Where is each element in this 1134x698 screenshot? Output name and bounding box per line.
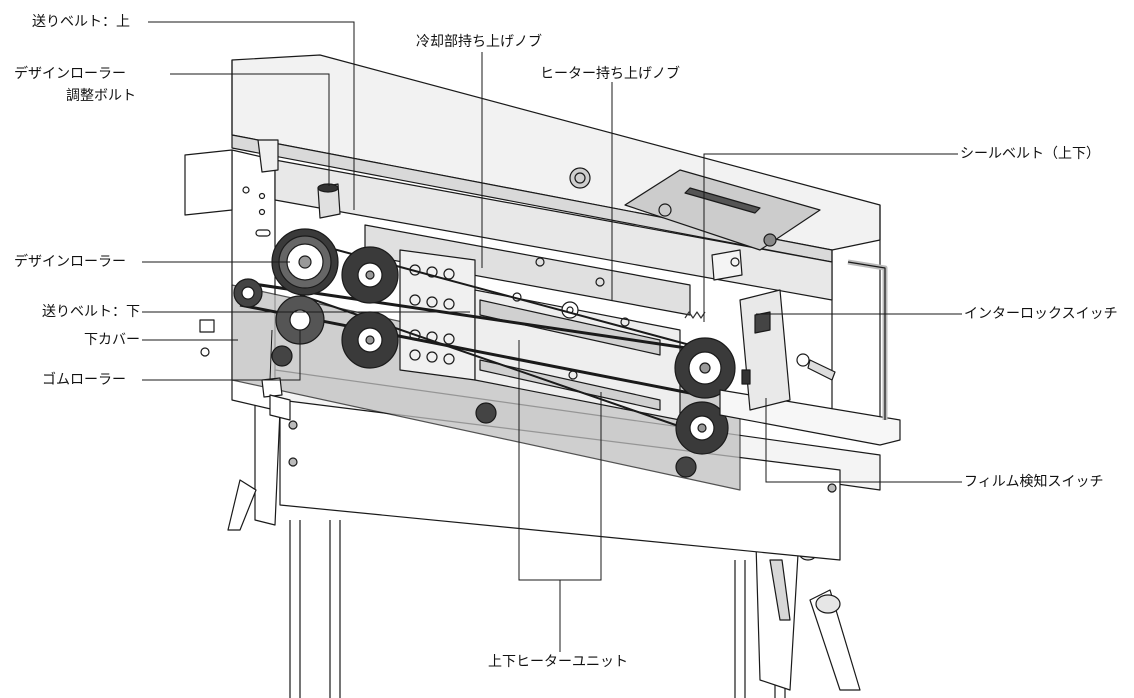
label-design-roller-bolt-line1: デザインローラー xyxy=(14,66,126,82)
leader-lines xyxy=(142,21,962,652)
interlock-latch xyxy=(711,249,743,281)
label-lower-cover: 下カバー xyxy=(84,332,140,348)
label-heater-knob: ヒーター持ち上げノブ xyxy=(540,66,680,82)
label-feed-belt-lower: 送りベルト：下 xyxy=(42,304,140,320)
label-cooling-knob: 冷却部持ち上げノブ xyxy=(416,34,542,50)
back-plate xyxy=(274,159,833,301)
left-fitting xyxy=(199,319,291,421)
label-design-roller: デザインローラー xyxy=(14,254,126,270)
label-heater-unit: 上下ヒーターユニット xyxy=(488,654,628,670)
adjust-bolt xyxy=(257,139,341,219)
label-film-detect-switch: フィルム検知スイッチ xyxy=(964,474,1104,490)
film-guide xyxy=(719,259,901,446)
label-rubber-roller: ゴムローラー xyxy=(42,372,126,388)
rollers xyxy=(233,228,736,455)
label-seal-belt: シールベルト（上下） xyxy=(960,146,1100,162)
label-feed-belt-upper: 送りベルト：上 xyxy=(32,14,130,30)
label-interlock-switch: インターロックスイッチ xyxy=(964,306,1118,322)
label-design-roller-bolt-line2: 調整ボルト xyxy=(66,88,136,104)
